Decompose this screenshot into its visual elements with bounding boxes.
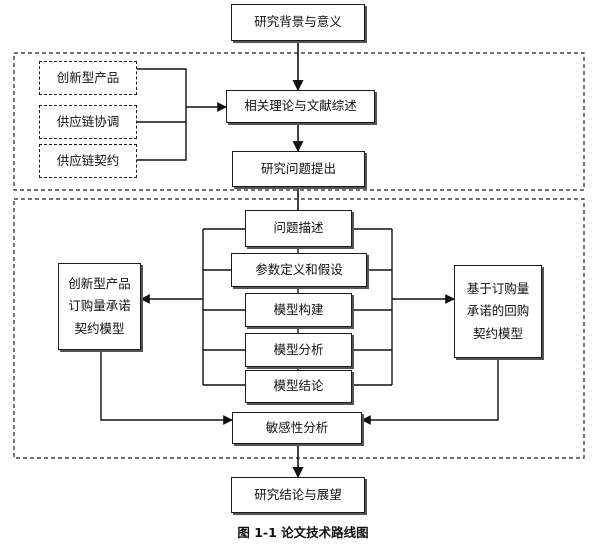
arrow-left-model-to-sensitivity bbox=[100, 350, 233, 425]
node-label: 模型构建 bbox=[273, 301, 324, 317]
node-model-building: 模型构建 bbox=[245, 293, 352, 327]
node-sensitivity-analysis: 敏感性分析 bbox=[232, 412, 362, 444]
node-problem-description: 问题描述 bbox=[245, 210, 352, 247]
upper-dashed-frame bbox=[13, 52, 585, 191]
node-research-background: 研究背景与意义 bbox=[231, 4, 365, 41]
node-label: 敏感性分析 bbox=[265, 419, 329, 435]
node-label: 供应链契约 bbox=[56, 152, 120, 168]
node-label: 供应链协调 bbox=[56, 113, 120, 129]
node-label-line-1: 创新型产品 bbox=[68, 276, 131, 292]
node-label: 模型分析 bbox=[273, 341, 324, 357]
bracket-left-inputs bbox=[137, 68, 187, 161]
node-label-line-2: 订购量承诺 bbox=[68, 298, 131, 314]
node-label-line-2: 承诺的回购 bbox=[466, 303, 530, 319]
figure-caption: 图 1-1 论文技术路线图 bbox=[237, 525, 369, 540]
node-innovative-product: 创新型产品 bbox=[39, 61, 137, 95]
node-problem-proposal: 研究问题提出 bbox=[232, 151, 365, 187]
node-label: 创新型产品 bbox=[56, 69, 120, 85]
node-label: 研究背景与意义 bbox=[254, 14, 342, 30]
node-model-conclusion: 模型结论 bbox=[245, 370, 352, 403]
node-supply-chain-coordination: 供应链协调 bbox=[39, 105, 137, 139]
node-label: 模型结论 bbox=[273, 378, 324, 394]
node-right-contract-model: 基于订购量 承诺的回购 契约模型 bbox=[454, 265, 542, 358]
node-theory-review: 相关理论与文献综述 bbox=[226, 90, 375, 123]
node-label: 问题描述 bbox=[273, 220, 324, 236]
arrow-right-model-to-sensitivity bbox=[361, 358, 499, 425]
node-label-line-3: 契约模型 bbox=[74, 320, 125, 336]
node-label: 参数定义和假设 bbox=[255, 261, 343, 277]
node-label-line-3: 契约模型 bbox=[472, 325, 523, 341]
node-model-analysis: 模型分析 bbox=[245, 333, 352, 367]
lower-dashed-frame bbox=[13, 198, 585, 459]
node-label-line-1: 基于订购量 bbox=[466, 281, 530, 297]
node-supply-chain-contract: 供应链契约 bbox=[39, 144, 137, 178]
node-label: 相关理论与文献综述 bbox=[244, 98, 357, 114]
node-label: 研究结论与展望 bbox=[254, 486, 342, 502]
node-research-conclusion: 研究结论与展望 bbox=[231, 477, 365, 513]
node-parameters-assumptions: 参数定义和假设 bbox=[231, 253, 367, 287]
node-left-contract-model: 创新型产品 订购量承诺 契约模型 bbox=[58, 263, 141, 350]
node-label: 研究问题提出 bbox=[260, 160, 336, 176]
